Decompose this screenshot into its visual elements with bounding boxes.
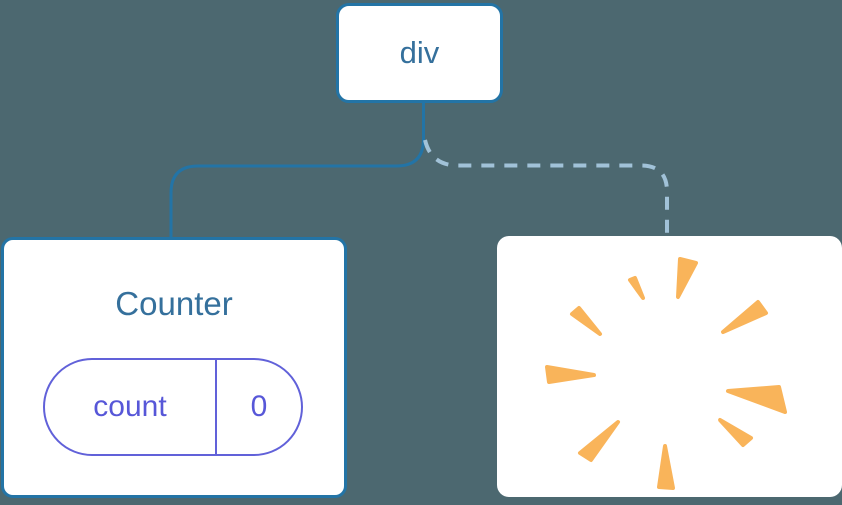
poof-ray bbox=[718, 418, 753, 447]
poof-ray bbox=[676, 257, 698, 299]
state-key-label: count bbox=[45, 360, 217, 454]
poof-ray bbox=[578, 420, 620, 462]
counter-title: Counter bbox=[115, 285, 233, 322]
root-node-div: div bbox=[336, 3, 503, 103]
counter-card: Counter count 0 bbox=[1, 237, 347, 498]
poof-ray bbox=[726, 385, 787, 414]
state-value: 0 bbox=[250, 390, 268, 423]
poof-explosion-icon bbox=[545, 257, 787, 490]
connector-solid-left bbox=[169, 101, 425, 240]
poof-ray bbox=[570, 306, 602, 336]
poof-ray bbox=[628, 276, 645, 300]
connector-dashed-right bbox=[423, 139, 669, 237]
root-node-label: div bbox=[399, 35, 440, 70]
poof-ray bbox=[545, 365, 596, 384]
poof-ray bbox=[657, 444, 675, 490]
poof-ray bbox=[721, 300, 768, 334]
state-pill: count 0 bbox=[43, 358, 303, 456]
removed-card bbox=[497, 236, 842, 497]
